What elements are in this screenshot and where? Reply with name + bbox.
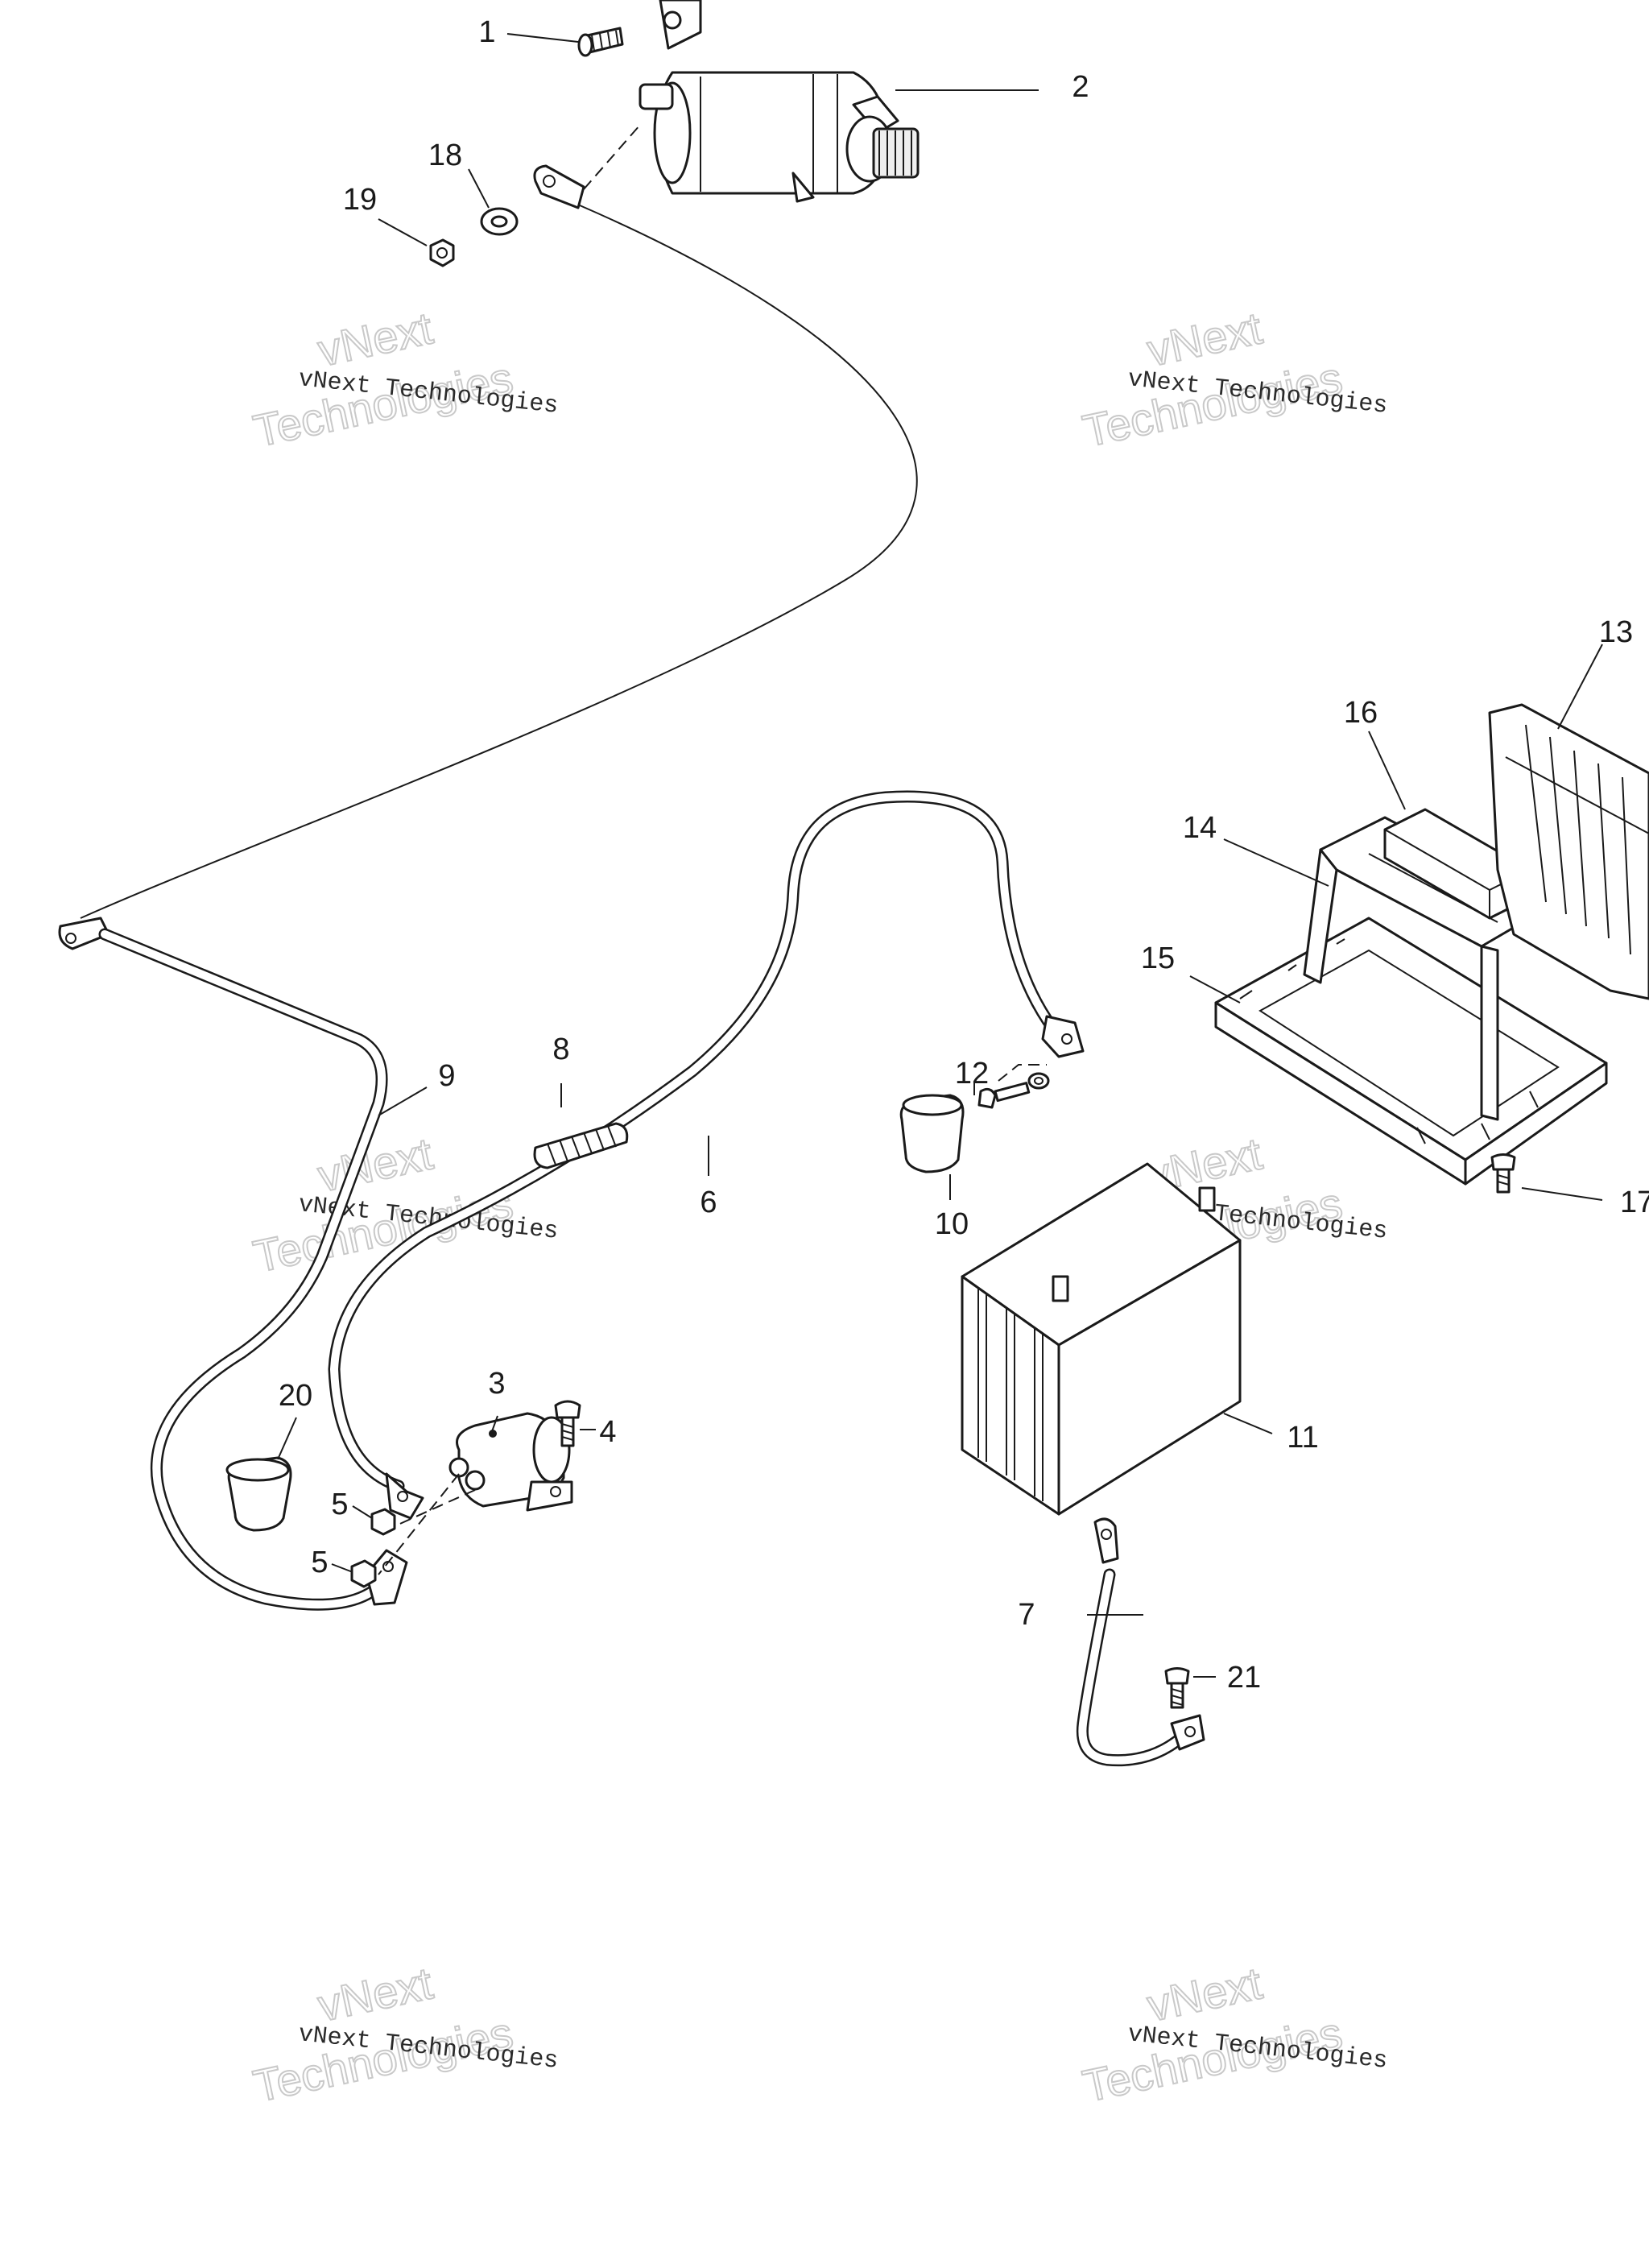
- watermark-top-right: vNext Technologies vNext Technologies: [1077, 301, 1388, 457]
- callout-7: 7: [1018, 1598, 1035, 1632]
- callout-1: 1: [478, 15, 495, 49]
- battery-tray-15: [1214, 917, 1608, 1186]
- callout-4: 4: [599, 1415, 616, 1449]
- callout-15: 15: [1141, 942, 1175, 975]
- callout-14: 14: [1183, 811, 1217, 845]
- screw-12: [977, 1072, 1050, 1109]
- callout-20: 20: [279, 1379, 312, 1413]
- nut-5b: [350, 1559, 377, 1588]
- callout-10: 10: [935, 1207, 969, 1241]
- starter-motor: [639, 0, 920, 203]
- callout-5-upper: 5: [331, 1488, 348, 1521]
- cable-7: [1076, 1517, 1205, 1767]
- boot-10: [899, 1094, 965, 1173]
- cable-9: [58, 205, 918, 1611]
- watermark-bottom-left: vNext Technologies vNext Technologies: [248, 1956, 559, 2112]
- bolt-4: [554, 1400, 581, 1447]
- callout-11: 11: [1287, 1421, 1318, 1455]
- cable-6: [328, 790, 1085, 1520]
- callout-21: 21: [1227, 1661, 1261, 1695]
- solenoid-3: [448, 1412, 573, 1512]
- callout-9: 9: [438, 1059, 455, 1093]
- nut-19: [429, 238, 455, 267]
- screw-1: [577, 27, 624, 57]
- callout-16: 16: [1344, 696, 1378, 730]
- battery-11: [961, 1162, 1242, 1516]
- callout-17: 17: [1620, 1186, 1649, 1219]
- callout-13: 13: [1599, 615, 1633, 649]
- watermark-large-1: vNext: [1143, 1957, 1267, 2030]
- washer-18: [480, 207, 519, 236]
- callout-19: 19: [343, 183, 377, 217]
- leader-lines: [277, 33, 1603, 1678]
- boot-20: [225, 1456, 292, 1532]
- callouts: 1 2 3 4 5 5 6 7 8 9 10 11 12 13 14 15 16…: [279, 15, 1649, 1695]
- watermark-large-1: vNext: [313, 1957, 437, 2030]
- watermark-bottom-right: vNext Technologies vNext Technologies: [1077, 1956, 1388, 2112]
- callout-2: 2: [1072, 70, 1089, 104]
- watermark-middle-left: vNext Technologies vNext Technologies: [248, 1127, 559, 1282]
- watermark-large-1: vNext: [1143, 302, 1267, 375]
- cover-13: [1488, 703, 1649, 1000]
- callout-6: 6: [700, 1186, 717, 1219]
- nut-5a: [370, 1508, 396, 1536]
- starter-cable-terminal: [533, 164, 585, 209]
- callout-12: 12: [955, 1057, 989, 1091]
- bolt-17: [1490, 1153, 1516, 1194]
- bolt-21: [1164, 1667, 1190, 1709]
- callout-5-lower: 5: [311, 1546, 328, 1579]
- watermark-top-left: vNext Technologies vNext Technologies: [248, 301, 559, 457]
- watermark-large-1: vNext: [313, 1128, 437, 1201]
- watermark-large-1: vNext: [313, 302, 437, 375]
- callout-3: 3: [488, 1367, 505, 1401]
- starter-pinion: [872, 127, 920, 179]
- callout-8: 8: [552, 1033, 569, 1066]
- sleeve-8: [533, 1122, 629, 1169]
- callout-18: 18: [428, 139, 462, 172]
